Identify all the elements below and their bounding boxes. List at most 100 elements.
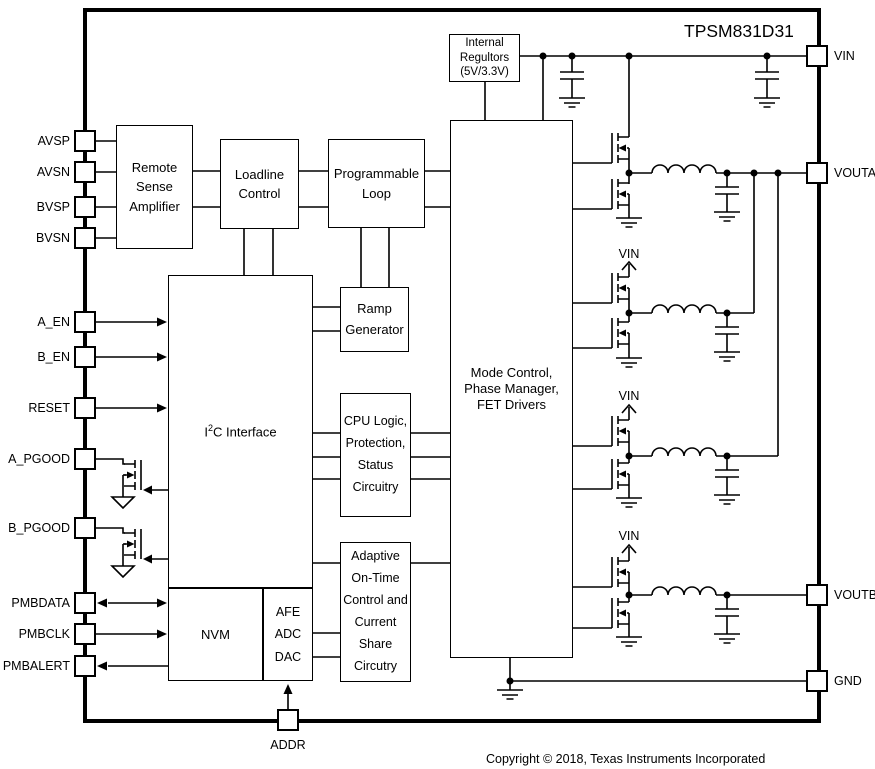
ground-symbol [615, 217, 643, 228]
pin-label-pmbalert: PMBALERT [2, 659, 70, 673]
phase-b1-inductor [651, 586, 717, 596]
vin-net-label: VIN [619, 529, 640, 543]
addr-arrow [283, 684, 293, 694]
phase-a3-output-capacitor [714, 469, 740, 478]
phase-a3-power-stage: VIN [572, 173, 779, 508]
phase-b1-output-capacitor [714, 608, 740, 617]
vin-net-label: VIN [619, 389, 640, 403]
pin-pmbalert [74, 655, 96, 677]
vin-bypass-capacitor-2 [754, 71, 780, 80]
block-cpu-logic: CPU Logic, Protection, Status Circuitry [340, 393, 411, 517]
block-adaptive-on-time: Adaptive On-Time Control and Current Sha… [340, 542, 411, 682]
pin-label-pmbclk: PMBCLK [18, 627, 70, 641]
block-i2c-interface: I2C Interface [168, 275, 313, 588]
signal-ground-triangle [110, 496, 136, 510]
pin-signal-wires [96, 317, 293, 709]
ground-symbol [713, 351, 741, 362]
pin-label-vin: VIN [834, 49, 855, 63]
phase-a3-lowside-fet [572, 458, 630, 490]
gate-drive-arrow [143, 554, 152, 564]
pin-label-pmbdata: PMBDATA [11, 596, 70, 610]
block-ramp-generator: Ramp Generator [340, 287, 409, 352]
pin-label-voutb: VOUTB [834, 588, 875, 602]
pin-b-pgood [74, 517, 96, 539]
reset-arrow [157, 403, 167, 413]
pin-bvsn [74, 227, 96, 249]
pin-reset [74, 397, 96, 419]
a-en-arrow [157, 317, 167, 327]
pin-label-reset: RESET [28, 401, 70, 415]
phase-b1-highside-fet [572, 556, 630, 588]
pmbdata-arrow-out [97, 598, 107, 608]
block-mode-control: Mode Control, Phase Manager, FET Drivers [450, 120, 573, 658]
b-en-arrow [157, 352, 167, 362]
phase-a1-output-capacitor [714, 186, 740, 195]
input-rail-wires [484, 52, 806, 120]
block-programmable-loop: Programmable Loop [328, 139, 425, 228]
vin-bypass-capacitor-1 [559, 71, 585, 80]
block-loadline-control: Loadline Control [220, 139, 299, 229]
pin-addr [277, 709, 299, 731]
pmbalert-arrow [97, 661, 107, 671]
ground-symbol [753, 97, 781, 108]
ground-symbol [615, 636, 643, 647]
phase-a3-inductor [651, 447, 717, 457]
pin-gnd [806, 670, 828, 692]
block-internal-regulators: Internal Regultors (5V/3.3V) [449, 34, 520, 82]
copyright-notice: Copyright © 2018, Texas Instruments Inco… [486, 752, 766, 766]
pin-label-avsn: AVSN [36, 165, 70, 179]
phase-a1-lowside-fet [572, 178, 630, 210]
pin-label-bvsp: BVSP [36, 200, 70, 214]
pin-b-en [74, 346, 96, 368]
pin-pmbdata [74, 592, 96, 614]
pin-label-b-pgood: B_PGOOD [8, 521, 70, 535]
phase-a1-inductor [651, 164, 717, 174]
vin-arrow [621, 260, 637, 271]
ground-symbol [615, 497, 643, 508]
ground-symbol [713, 211, 741, 222]
i2c-interface-label: I2C Interface [204, 422, 277, 439]
vin-arrow [621, 403, 637, 414]
ground-symbol [496, 689, 524, 700]
phase-a2-inductor [651, 304, 717, 314]
b-pgood-open-drain-fet [96, 527, 169, 579]
pin-label-a-pgood: A_PGOOD [8, 452, 70, 466]
pin-vin [806, 45, 828, 67]
ground-symbol [713, 494, 741, 505]
pin-vouta [806, 162, 828, 184]
pin-bvsp [74, 196, 96, 218]
signal-ground-triangle [110, 565, 136, 579]
pin-label-vouta: VOUTA [834, 166, 875, 180]
ground-symbol [713, 633, 741, 644]
pmbdata-arrow-in [157, 598, 167, 608]
ground-symbol [558, 97, 586, 108]
pin-label-b-en: B_EN [37, 350, 70, 364]
a-pgood-open-drain-fet [96, 458, 169, 510]
vin-arrow [621, 543, 637, 554]
pin-label-avsp: AVSP [37, 134, 70, 148]
phase-a2-highside-fet [572, 272, 630, 304]
pin-avsp [74, 130, 96, 152]
ground-rail-wires [496, 658, 806, 700]
pin-label-bvsn: BVSN [35, 231, 70, 245]
block-nvm: NVM [168, 588, 263, 681]
device-title: TPSM831D31 [684, 21, 794, 41]
gate-drive-arrow [143, 485, 152, 495]
ground-symbol [615, 357, 643, 368]
pin-label-addr: ADDR [270, 738, 306, 752]
phase-a2-power-stage: VIN [572, 173, 755, 368]
pin-label-gnd: GND [834, 674, 862, 688]
phase-b1-power-stage: VIN [572, 529, 806, 647]
phase-a1-highside-fet [572, 132, 630, 164]
pin-voutb [806, 584, 828, 606]
pin-pmbclk [74, 623, 96, 645]
phase-a3-highside-fet [572, 415, 630, 447]
pin-avsn [74, 161, 96, 183]
block-afe-adc-dac: AFE ADC DAC [263, 588, 313, 681]
phase-a2-output-capacitor [714, 326, 740, 335]
block-remote-sense-amplifier: Remote Sense Amplifier [116, 125, 193, 249]
pin-label-a-en: A_EN [37, 315, 70, 329]
phase-a1-power-stage [572, 56, 806, 228]
